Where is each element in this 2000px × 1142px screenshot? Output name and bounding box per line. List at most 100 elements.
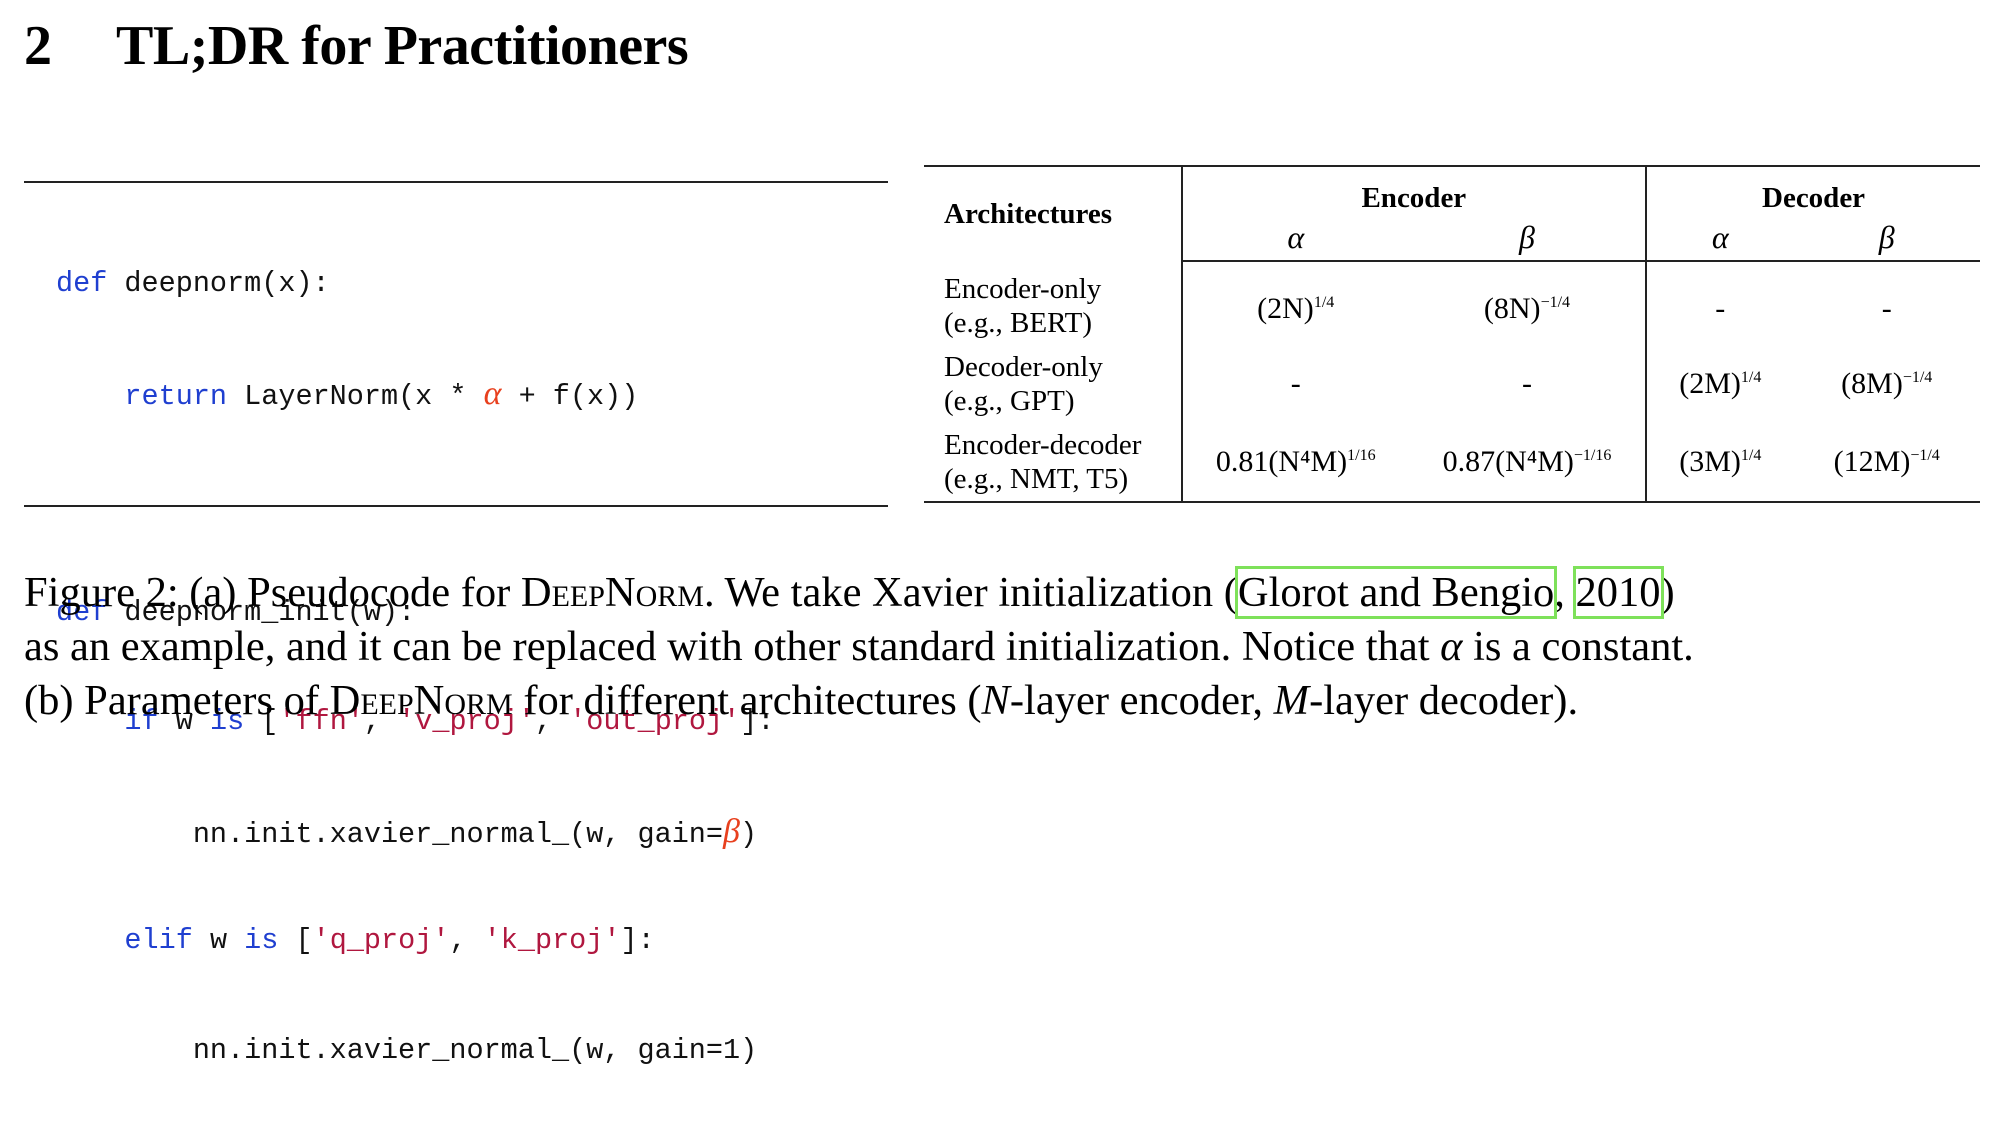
header-encoder: Encoder	[1180, 165, 1647, 219]
caption-text: (b) Parameters of	[24, 677, 330, 724]
header-decoder-beta: β	[1793, 219, 1980, 262]
formula-base: (2N)	[1257, 291, 1314, 325]
code-text: deepnorm_init(w):	[124, 595, 416, 629]
deepnorm-term: DeepNorm	[520, 569, 704, 616]
caption-text: -layer decoder).	[1309, 677, 1579, 724]
code-text: ,	[449, 924, 484, 957]
formula-exponent: −1/16	[1573, 447, 1612, 464]
encoder-beta-value: (8N)−1/4	[1409, 261, 1646, 345]
architecture-example: (e.g., BERT)	[944, 307, 1093, 339]
caption-line-3: (b) Parameters of DeepNorm for different…	[24, 674, 1984, 728]
architecture-name: Encoder-decoder	[944, 429, 1142, 461]
caption-text: )	[1660, 569, 1675, 616]
n-symbol: N	[981, 677, 1010, 724]
citation-link-year[interactable]: 2010	[1572, 566, 1664, 619]
decoder-alpha-value: (3M)1/4	[1645, 423, 1794, 503]
decoder-alpha-value: -	[1645, 261, 1794, 345]
formula-exponent: 1/4	[1740, 447, 1762, 464]
code-line-7: nn.init.xavier_normal_(w, gain=1)	[56, 1033, 774, 1070]
decoder-beta-value: (8M)−1/4	[1793, 345, 1980, 423]
caption-text: for different architectures (	[512, 677, 982, 724]
encoder-alpha-value: -	[1180, 345, 1409, 423]
header-decoder: Decoder	[1645, 165, 1980, 219]
row-architecture: Encoder-decoder(e.g., NMT, T5)	[924, 423, 1182, 503]
code-text: [	[261, 705, 279, 738]
architecture-example: (e.g., NMT, T5)	[944, 463, 1129, 495]
header-encoder-beta: β	[1408, 219, 1647, 262]
encoder-alpha-value: 0.81(N⁴M)1/16	[1180, 423, 1409, 503]
encoder-alpha-value: (2N)1/4	[1180, 261, 1409, 345]
alpha-symbol: α	[1440, 623, 1463, 670]
formula-base: 0.81(N⁴M)	[1215, 445, 1348, 478]
section-number: 2	[24, 15, 52, 77]
code-text: deepnorm(x):	[124, 267, 330, 300]
header-architectures: Architectures	[924, 165, 1182, 261]
formula-exponent: −1/4	[1902, 369, 1933, 386]
string-literal: 'k_proj'	[483, 924, 621, 957]
decoder-beta-value: (12M)−1/4	[1793, 423, 1980, 503]
string-literal: 'v_proj'	[398, 705, 535, 738]
section-heading: 2 TL;DR for Practitioners	[24, 14, 689, 78]
string-literal: 'q_proj'	[312, 924, 450, 957]
header-encoder-alpha: α	[1180, 219, 1409, 262]
code-text: )	[739, 817, 758, 851]
code-text: ]:	[740, 705, 775, 738]
caption-text: is a constant.	[1462, 623, 1694, 670]
table-row: Encoder-only(e.g., BERT) (2N)1/4 (8N)−1/…	[924, 261, 1980, 345]
row-architecture: Decoder-only(e.g., GPT)	[924, 345, 1182, 423]
formula-base: (3M)	[1679, 445, 1741, 478]
architecture-name: Decoder-only	[944, 351, 1103, 383]
string-literal: 'ffn'	[278, 705, 364, 738]
code-line-5: nn.init.xavier_normal_(w, gain=β)	[56, 812, 774, 851]
architecture-name: Encoder-only	[944, 273, 1102, 305]
code-text: [	[295, 924, 313, 957]
keyword-is: is	[209, 705, 245, 738]
caption-text: ,	[1554, 569, 1576, 616]
caption-line-2: as an example, and it can be replaced wi…	[24, 620, 1984, 674]
caption-text: as an example, and it can be replaced wi…	[24, 623, 1441, 670]
deepnorm-term: DeepNorm	[329, 677, 513, 724]
code-text: + f(x))	[501, 379, 639, 413]
formula-base: (8M)	[1841, 367, 1903, 400]
formula-base: (12M)	[1833, 445, 1911, 478]
formula-base: (8N)	[1483, 291, 1541, 325]
section-title: TL;DR for Practitioners	[116, 15, 689, 77]
code-line-4: if w is ['ffn', 'v_proj', 'out_proj']:	[56, 704, 774, 741]
keyword-return: return	[124, 379, 228, 413]
alpha-symbol: α	[483, 374, 502, 412]
keyword-if: if	[124, 705, 159, 738]
code-line-1: def deepnorm(x):	[56, 266, 774, 303]
row-architecture: Encoder-only(e.g., BERT)	[924, 261, 1182, 345]
code-line-2: return LayerNorm(x * α + f(x))	[56, 374, 774, 413]
encoder-beta-value: 0.87(N⁴M)−1/16	[1408, 423, 1647, 503]
formula-exponent: 1/16	[1347, 447, 1376, 464]
code-line-blank	[56, 485, 774, 522]
beta-symbol: β	[723, 812, 740, 850]
encoder-beta-value: -	[1521, 367, 1532, 400]
keyword-def: def	[56, 267, 108, 300]
formula-exponent: −1/4	[1540, 293, 1571, 311]
decoder-beta-value: -	[1881, 291, 1892, 325]
formula-exponent: 1/4	[1313, 293, 1335, 311]
code-text: ,	[534, 705, 570, 738]
formula-exponent: 1/4	[1740, 369, 1762, 386]
code-text: ,	[363, 705, 399, 738]
formula-base: 0.87(N⁴M)	[1442, 445, 1574, 478]
keyword-is: is	[244, 924, 279, 957]
figure-caption: Figure 2: (a) Pseudocode for DeepNorm. W…	[24, 566, 1984, 728]
header-decoder-alpha: α	[1645, 219, 1794, 262]
caption-text: . We take Xavier initialization (	[703, 569, 1238, 616]
keyword-def: def	[56, 595, 108, 629]
decoder-alpha-value: (2M)1/4	[1645, 345, 1794, 423]
code-line-6: elif w is ['q_proj', 'k_proj']:	[56, 923, 774, 960]
architecture-example: (e.g., GPT)	[944, 385, 1075, 417]
formula-base: (2M)	[1679, 367, 1741, 400]
caption-text: Figure 2: (a) Pseudocode for	[24, 569, 521, 616]
code-text: w	[209, 924, 228, 957]
keyword-elif: elif	[124, 924, 193, 957]
pseudocode-panel: def deepnorm(x): return LayerNorm(x * α …	[24, 181, 888, 1067]
code-text: nn.init.xavier_normal_(w, gain=	[192, 817, 724, 851]
code-text: LayerNorm(x *	[244, 379, 484, 413]
citation-link-authors[interactable]: Glorot and Bengio	[1234, 566, 1558, 619]
deepnorm-parameter-table: Architectures Encoder Decoder α β α β En…	[924, 165, 1980, 503]
